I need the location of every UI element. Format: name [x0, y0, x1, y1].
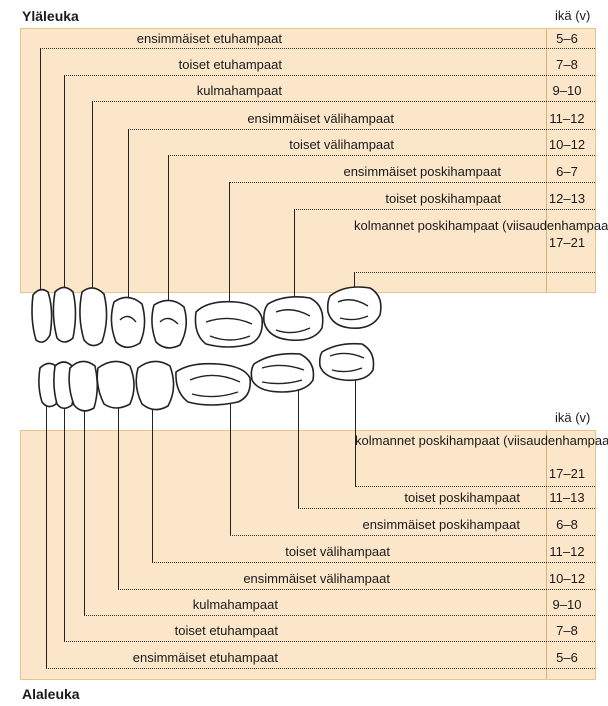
lower-first-premolar [97, 361, 134, 408]
lower-second-premolar [136, 361, 173, 409]
upper-first-premolar [111, 297, 144, 347]
lower-canine [69, 361, 97, 410]
upper-canine [80, 288, 107, 346]
lower-third-molar [320, 344, 374, 381]
lower-second-molar [251, 354, 313, 392]
upper-third-molar [328, 287, 381, 328]
upper-central-incisor [32, 290, 52, 343]
upper-second-premolar [152, 300, 186, 347]
upper-second-molar [264, 297, 323, 340]
upper-lateral-incisor [53, 288, 75, 343]
lower-first-molar [176, 364, 250, 405]
